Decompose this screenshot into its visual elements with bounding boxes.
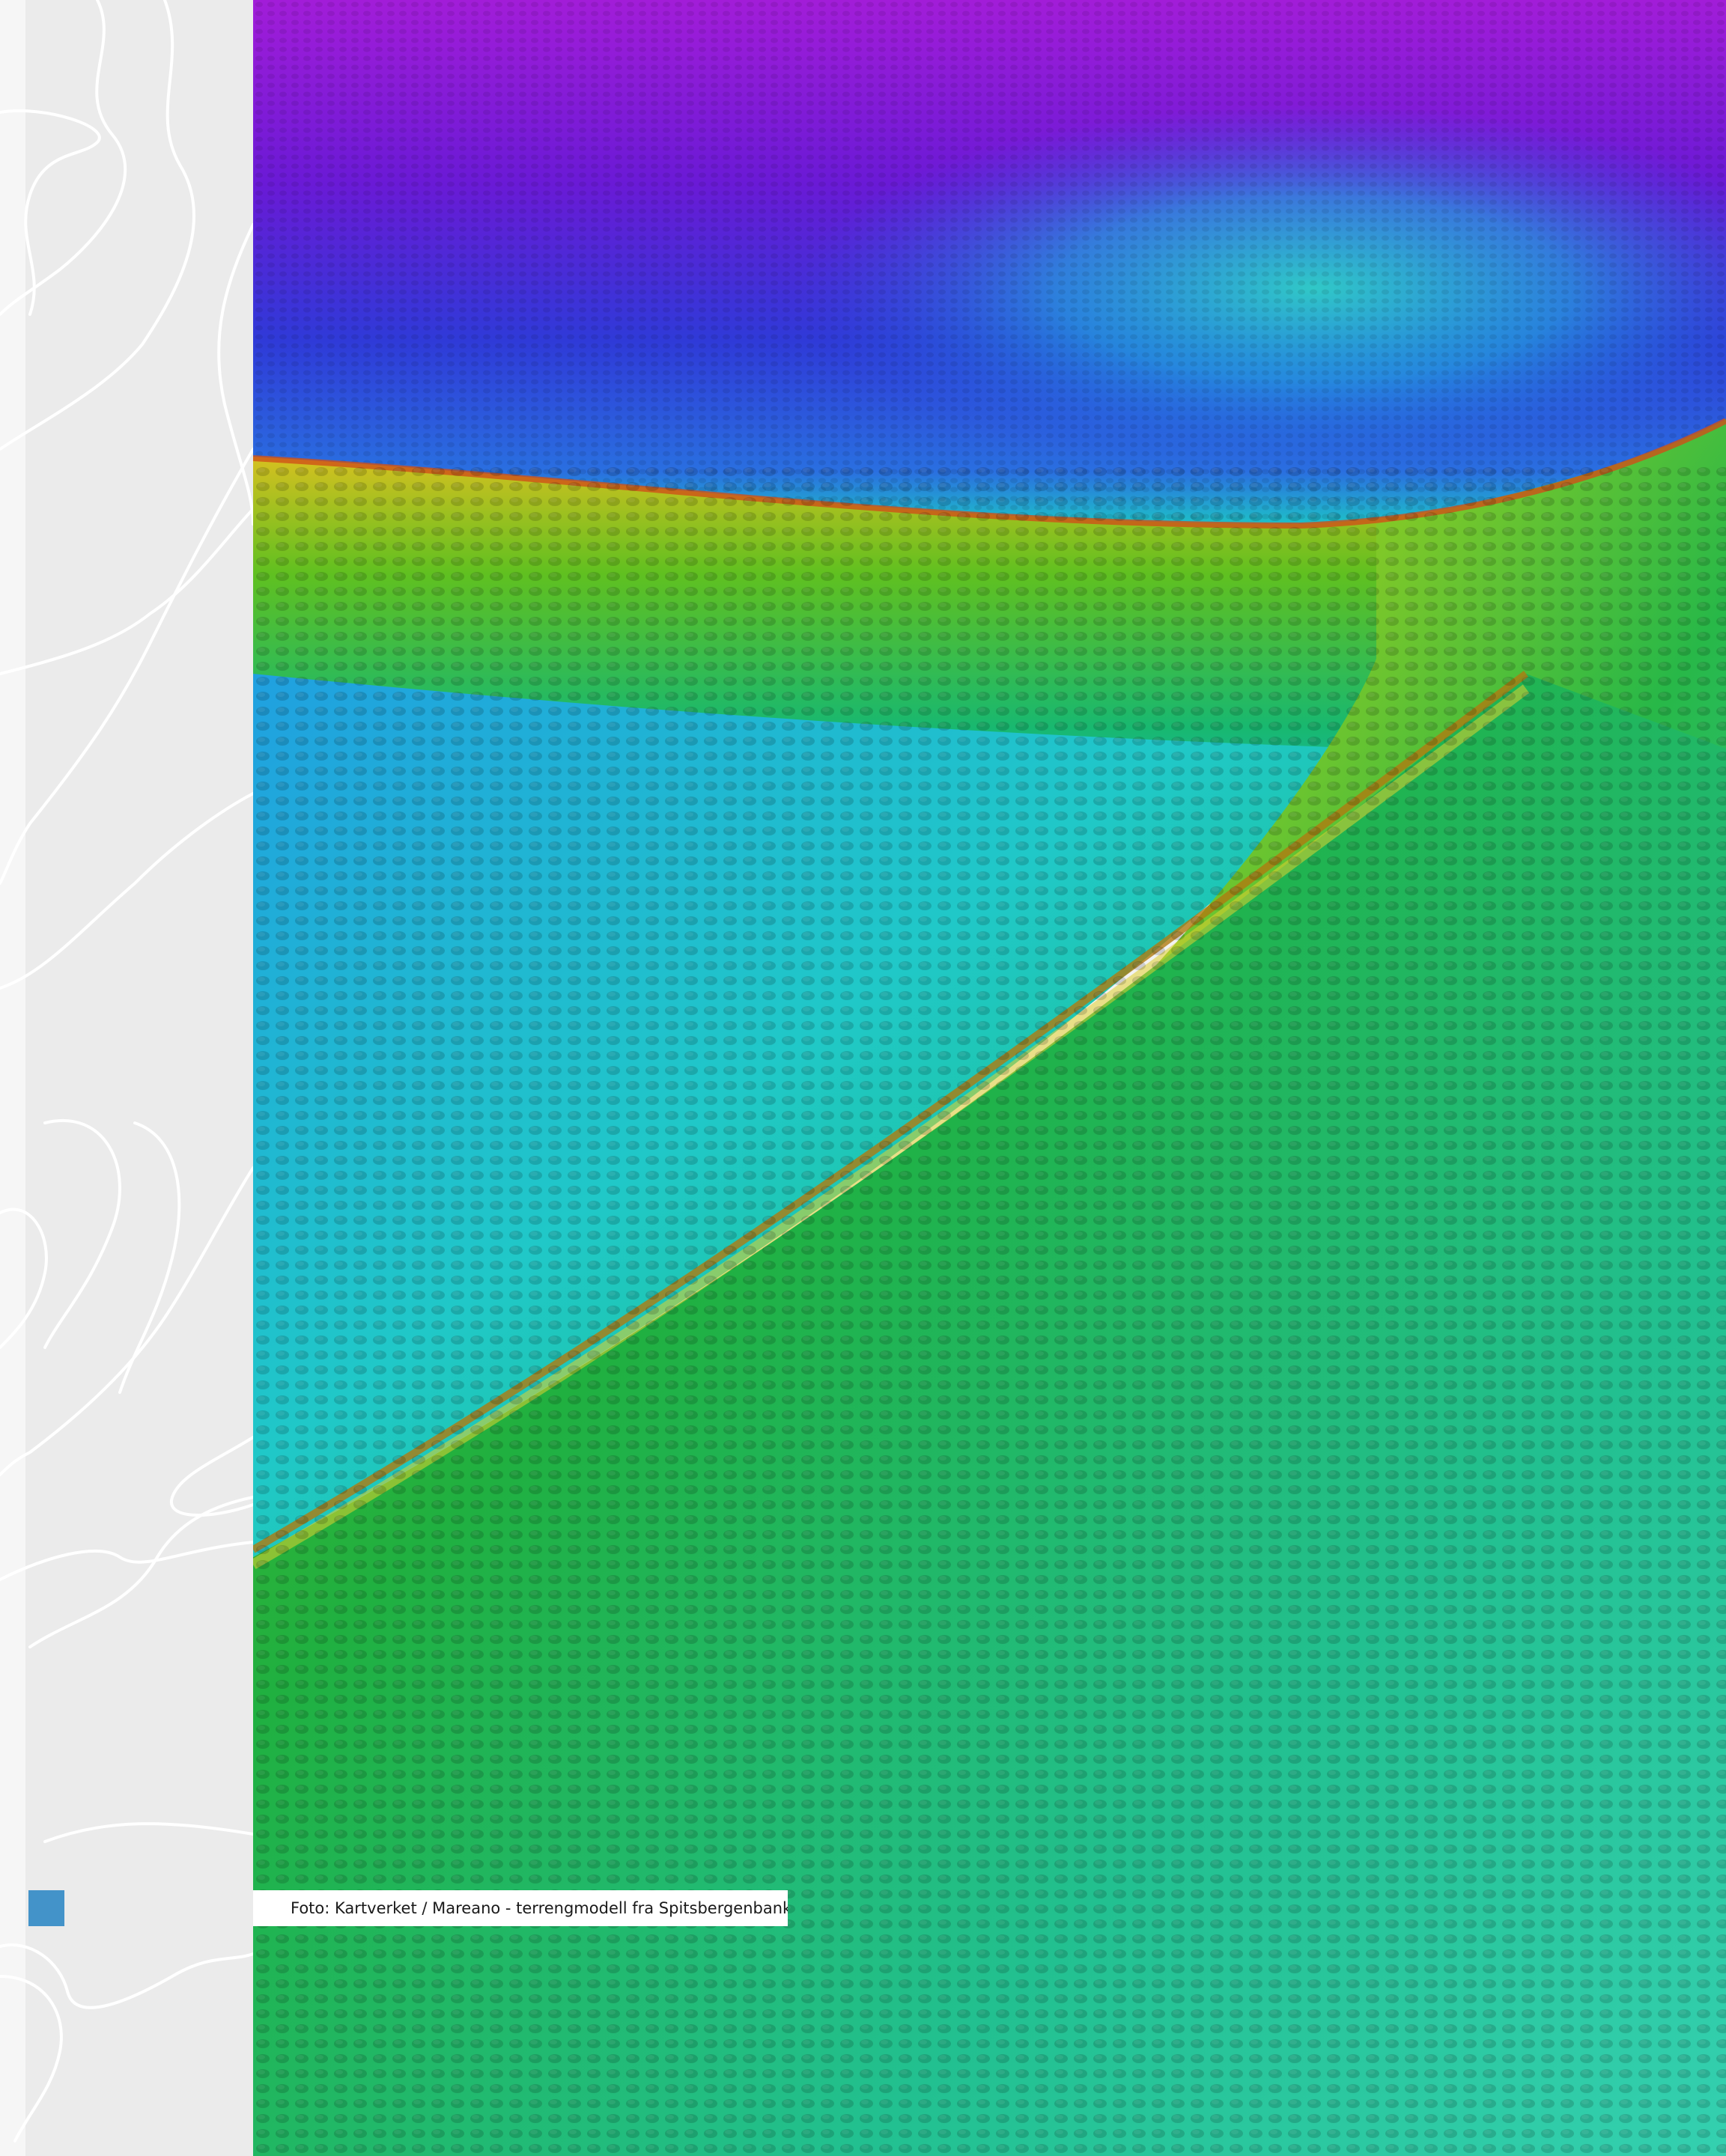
photo-caption-text: Foto: Kartverket / Mareano - terrengmode… — [291, 1899, 788, 1917]
sidebar-edge — [0, 0, 25, 2156]
sidebar-panel — [0, 0, 253, 2156]
blue-square-marker — [28, 1890, 64, 1926]
contour-lines-pattern — [0, 0, 253, 2143]
photo-caption: Foto: Kartverket / Mareano - terrengmode… — [253, 1890, 788, 1926]
bathymetry-terrain-photo — [253, 0, 1726, 2156]
